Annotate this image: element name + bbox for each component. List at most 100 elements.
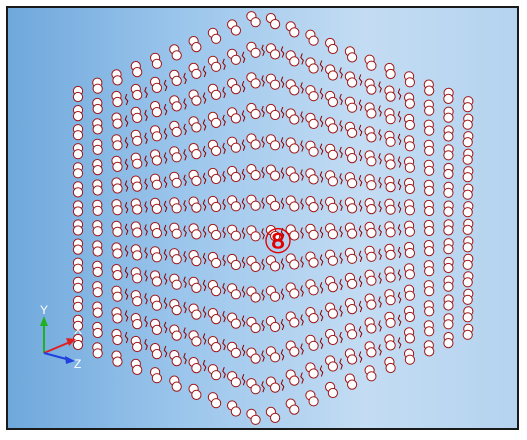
node-point bbox=[112, 313, 123, 324]
crack-line bbox=[358, 300, 363, 313]
node-point bbox=[270, 321, 281, 333]
crack-line bbox=[339, 120, 343, 132]
crack-line bbox=[339, 146, 343, 159]
node-point bbox=[230, 142, 241, 153]
node-point bbox=[366, 108, 377, 119]
crack-line bbox=[300, 111, 304, 123]
node-point bbox=[270, 49, 281, 60]
crack-line bbox=[202, 359, 207, 372]
node-point bbox=[366, 156, 377, 167]
node-point bbox=[211, 89, 222, 101]
node-point bbox=[72, 301, 84, 312]
node-point bbox=[289, 27, 300, 38]
node-point bbox=[424, 246, 435, 257]
crack-line bbox=[397, 337, 402, 349]
node-points bbox=[72, 11, 474, 425]
node-point bbox=[347, 127, 358, 139]
crack-line bbox=[261, 258, 265, 271]
crack-line bbox=[222, 254, 226, 267]
crack-line bbox=[300, 227, 304, 239]
crack-line bbox=[339, 358, 343, 370]
node-point bbox=[191, 175, 202, 186]
node-point bbox=[462, 259, 473, 270]
crack-line bbox=[144, 224, 148, 236]
crack-line bbox=[300, 53, 304, 65]
node-point bbox=[151, 349, 162, 360]
node-point bbox=[270, 352, 281, 363]
crack-line bbox=[378, 224, 382, 237]
crack-line bbox=[397, 133, 402, 145]
node-point bbox=[385, 249, 396, 260]
crack-line bbox=[280, 76, 285, 88]
node-point bbox=[424, 306, 435, 317]
node-point bbox=[462, 172, 473, 183]
crack-line bbox=[378, 177, 382, 189]
crack-line bbox=[397, 156, 402, 168]
crack-line bbox=[280, 379, 285, 391]
node-point bbox=[112, 205, 123, 216]
crack-line bbox=[300, 140, 304, 152]
node-point bbox=[112, 291, 123, 302]
crack-line bbox=[300, 343, 304, 355]
node-point bbox=[171, 177, 182, 188]
crack-line bbox=[202, 279, 207, 292]
point-cloud-scene[interactable]: ⑧ Y X Z bbox=[8, 8, 517, 428]
node-point bbox=[289, 346, 300, 357]
crack-line bbox=[183, 149, 187, 161]
crack-line bbox=[183, 225, 187, 237]
node-point bbox=[327, 387, 338, 399]
node-point bbox=[230, 113, 241, 124]
node-point bbox=[443, 281, 454, 292]
node-point bbox=[289, 404, 300, 415]
crack-line bbox=[280, 46, 285, 58]
node-point bbox=[72, 168, 84, 179]
crack-line bbox=[261, 289, 265, 301]
x-axis-label: X bbox=[74, 323, 82, 337]
crack-line bbox=[144, 201, 148, 213]
node-point bbox=[424, 326, 435, 337]
crack-line bbox=[202, 145, 207, 158]
node-point bbox=[462, 137, 473, 148]
node-point bbox=[270, 382, 281, 393]
3d-viewport[interactable]: ⑧ Y X Z bbox=[8, 8, 517, 428]
crack-line bbox=[202, 252, 207, 265]
node-point bbox=[250, 261, 261, 272]
node-point bbox=[92, 83, 103, 94]
crack-line bbox=[339, 252, 343, 264]
crack-line bbox=[261, 166, 265, 179]
crack-line bbox=[124, 245, 129, 257]
node-point bbox=[191, 202, 202, 213]
x-axis-line bbox=[43, 341, 71, 354]
crack-line bbox=[300, 198, 304, 210]
node-point bbox=[327, 361, 338, 372]
node-point bbox=[191, 95, 202, 106]
crack-line bbox=[261, 136, 265, 148]
node-point bbox=[211, 229, 222, 241]
crack-line bbox=[124, 137, 129, 149]
node-point bbox=[112, 248, 123, 259]
node-point bbox=[92, 348, 103, 359]
viewport-frame: ⑧ Y X Z bbox=[6, 6, 519, 430]
node-point bbox=[92, 226, 103, 237]
crack-line bbox=[280, 106, 285, 119]
node-point bbox=[151, 82, 162, 94]
node-point bbox=[132, 250, 143, 261]
crack-line bbox=[358, 275, 363, 288]
node-point bbox=[385, 68, 396, 80]
crack-line bbox=[124, 288, 129, 300]
node-point bbox=[404, 162, 415, 173]
node-point bbox=[112, 226, 123, 237]
node-point bbox=[151, 107, 162, 118]
crack-line bbox=[144, 132, 148, 144]
crack-line bbox=[280, 167, 285, 179]
crack-line bbox=[358, 200, 363, 212]
node-point bbox=[132, 135, 143, 146]
node-point bbox=[250, 231, 261, 242]
node-point bbox=[462, 102, 473, 113]
crack-line bbox=[261, 75, 265, 87]
node-point bbox=[289, 230, 300, 241]
crack-line bbox=[300, 285, 304, 297]
node-point bbox=[462, 207, 473, 218]
node-point bbox=[366, 227, 377, 238]
node-point bbox=[366, 84, 377, 95]
